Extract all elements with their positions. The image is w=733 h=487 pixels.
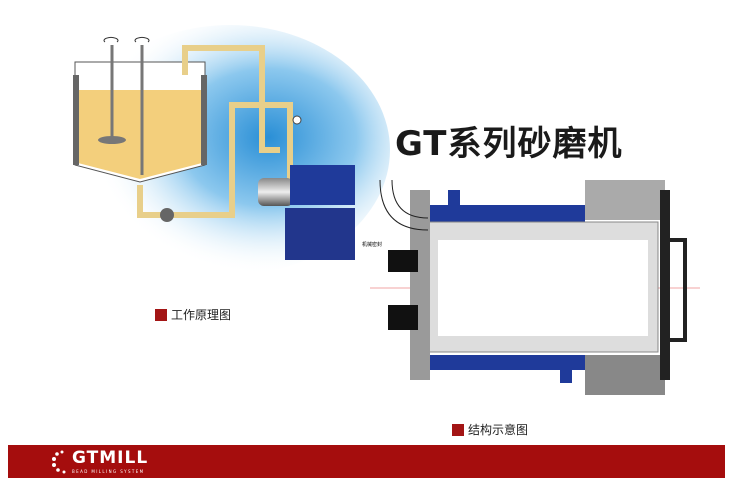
pipes: [137, 45, 293, 218]
caption-text: 结构示意图: [468, 423, 529, 437]
caption-marker-icon: [155, 308, 167, 321]
gtmill-logo: GTMILL BEAD MILLING SYSTEM: [50, 448, 170, 476]
feed-pump: [160, 208, 174, 222]
caption-marker-icon: [452, 423, 464, 436]
caption-text: 工作原理图: [171, 308, 232, 322]
brand-name: GTMILL: [72, 448, 149, 468]
mixing-tank: [73, 36, 207, 183]
working-principle-caption: 工作原理图: [155, 306, 231, 323]
motor-box: [290, 165, 355, 205]
footer-bar: [8, 445, 725, 478]
structure-diagram: [370, 179, 700, 395]
pressure-gauge: [292, 115, 302, 125]
structure-caption: 结构示意图: [452, 421, 528, 438]
page-title: GT系列砂磨机: [395, 124, 623, 164]
logo-dots-icon: [52, 450, 66, 474]
grinding-pump: [258, 178, 293, 206]
brand-tagline: BEAD MILLING SYSTEM: [72, 469, 145, 474]
working-principle-diagram: [70, 25, 700, 395]
mechanical-seal-label: 机械密封: [362, 242, 383, 248]
